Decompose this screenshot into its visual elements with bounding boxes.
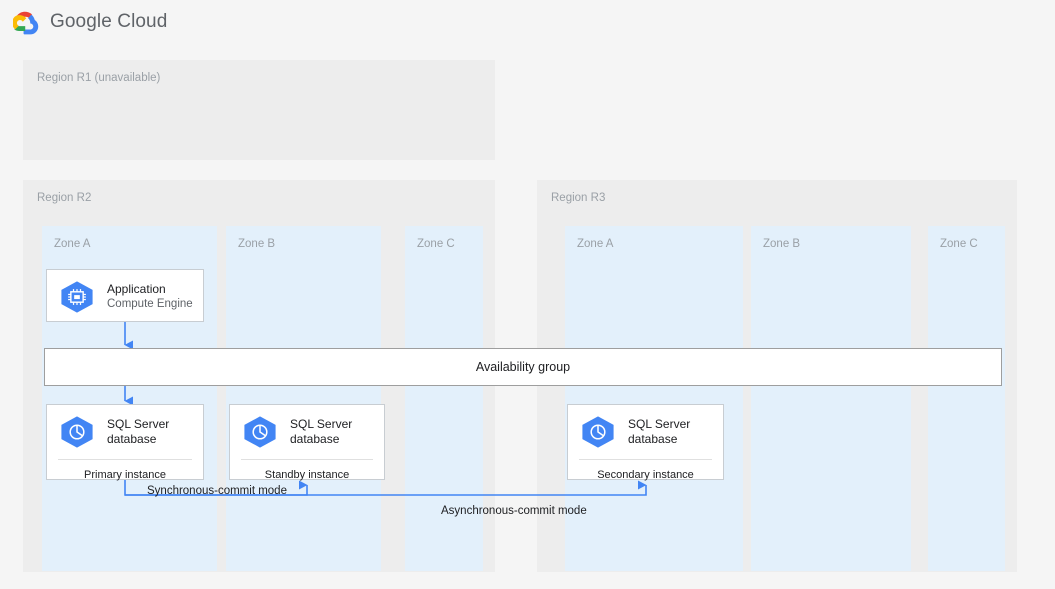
node-application-body: Application Compute Engine <box>47 270 203 324</box>
node-sql-server-secondary-title: SQL Server <box>628 416 691 431</box>
node-sql-server-primary-body: SQL Server database <box>47 405 203 459</box>
node-sql-server-primary-title: SQL Server <box>107 416 170 431</box>
region-r3-zone-a: Zone A <box>565 226 743 571</box>
node-sql-server-standby-footer: Standby instance <box>264 469 350 481</box>
edge-label-synchronous-commit: Synchronous-commit mode <box>147 485 287 497</box>
node-sql-server-primary-text: SQL Server database <box>107 417 169 448</box>
node-sql-server-primary-footer: Primary instance <box>84 469 166 481</box>
node-sql-server-standby-title: SQL Server <box>290 416 353 431</box>
node-sql-server-secondary-footer: Secondary instance <box>597 469 694 481</box>
node-sql-server-standby-body: SQL Server database <box>230 405 384 459</box>
zone-label: Zone A <box>577 238 614 250</box>
node-application-title: Application <box>107 281 166 296</box>
region-r3-zone-b: Zone B <box>751 226 911 571</box>
region-r1-label: Region R1 (unavailable) <box>37 72 161 84</box>
sql-server-database-icon <box>244 416 276 448</box>
zone-label: Zone C <box>417 238 455 250</box>
node-sql-server-secondary-body: SQL Server database <box>568 405 723 459</box>
region-r3-zone-c: Zone C <box>928 226 1005 571</box>
node-divider <box>241 459 373 460</box>
region-r2-label: Region R2 <box>37 192 92 204</box>
node-divider <box>579 459 712 460</box>
zone-label: Zone C <box>940 238 978 250</box>
region-r1: Region R1 (unavailable) <box>23 60 495 160</box>
node-sql-server-standby[interactable]: SQL Server database Standby instance <box>229 404 385 481</box>
node-application[interactable]: Application Compute Engine <box>46 269 204 322</box>
node-divider <box>58 459 192 460</box>
app-header: Google Cloud <box>0 0 1055 44</box>
compute-engine-icon <box>61 281 93 313</box>
sql-server-database-icon <box>61 416 93 448</box>
sql-server-database-icon <box>582 416 614 448</box>
google-cloud-logo-icon <box>13 11 39 35</box>
node-sql-server-primary-subtitle: database <box>107 432 157 446</box>
node-sql-server-secondary-subtitle: database <box>628 432 678 446</box>
node-sql-server-secondary[interactable]: SQL Server database Secondary instance <box>567 404 724 481</box>
node-application-subtitle: Compute Engine <box>107 298 193 311</box>
diagram-canvas: Region R1 (unavailable) Region R2 Region… <box>0 44 1055 589</box>
node-application-text: Application Compute Engine <box>107 282 193 312</box>
brand-title: Google Cloud <box>50 11 168 32</box>
node-sql-server-secondary-text: SQL Server database <box>628 417 690 448</box>
region-r3-label: Region R3 <box>551 192 606 204</box>
region-r2-zone-b: Zone B <box>226 226 381 571</box>
node-sql-server-primary[interactable]: SQL Server database Primary instance <box>46 404 204 481</box>
edge-label-asynchronous-commit: Asynchronous-commit mode <box>441 505 587 517</box>
node-sql-server-standby-subtitle: database <box>290 432 340 446</box>
zone-label: Zone A <box>54 238 91 250</box>
availability-group-bar[interactable]: Availability group <box>44 348 1002 386</box>
region-r2-zone-c: Zone C <box>405 226 483 571</box>
node-sql-server-standby-text: SQL Server database <box>290 417 352 448</box>
zone-label: Zone B <box>763 238 801 250</box>
zone-label: Zone B <box>238 238 276 250</box>
availability-group-label: Availability group <box>475 360 571 374</box>
